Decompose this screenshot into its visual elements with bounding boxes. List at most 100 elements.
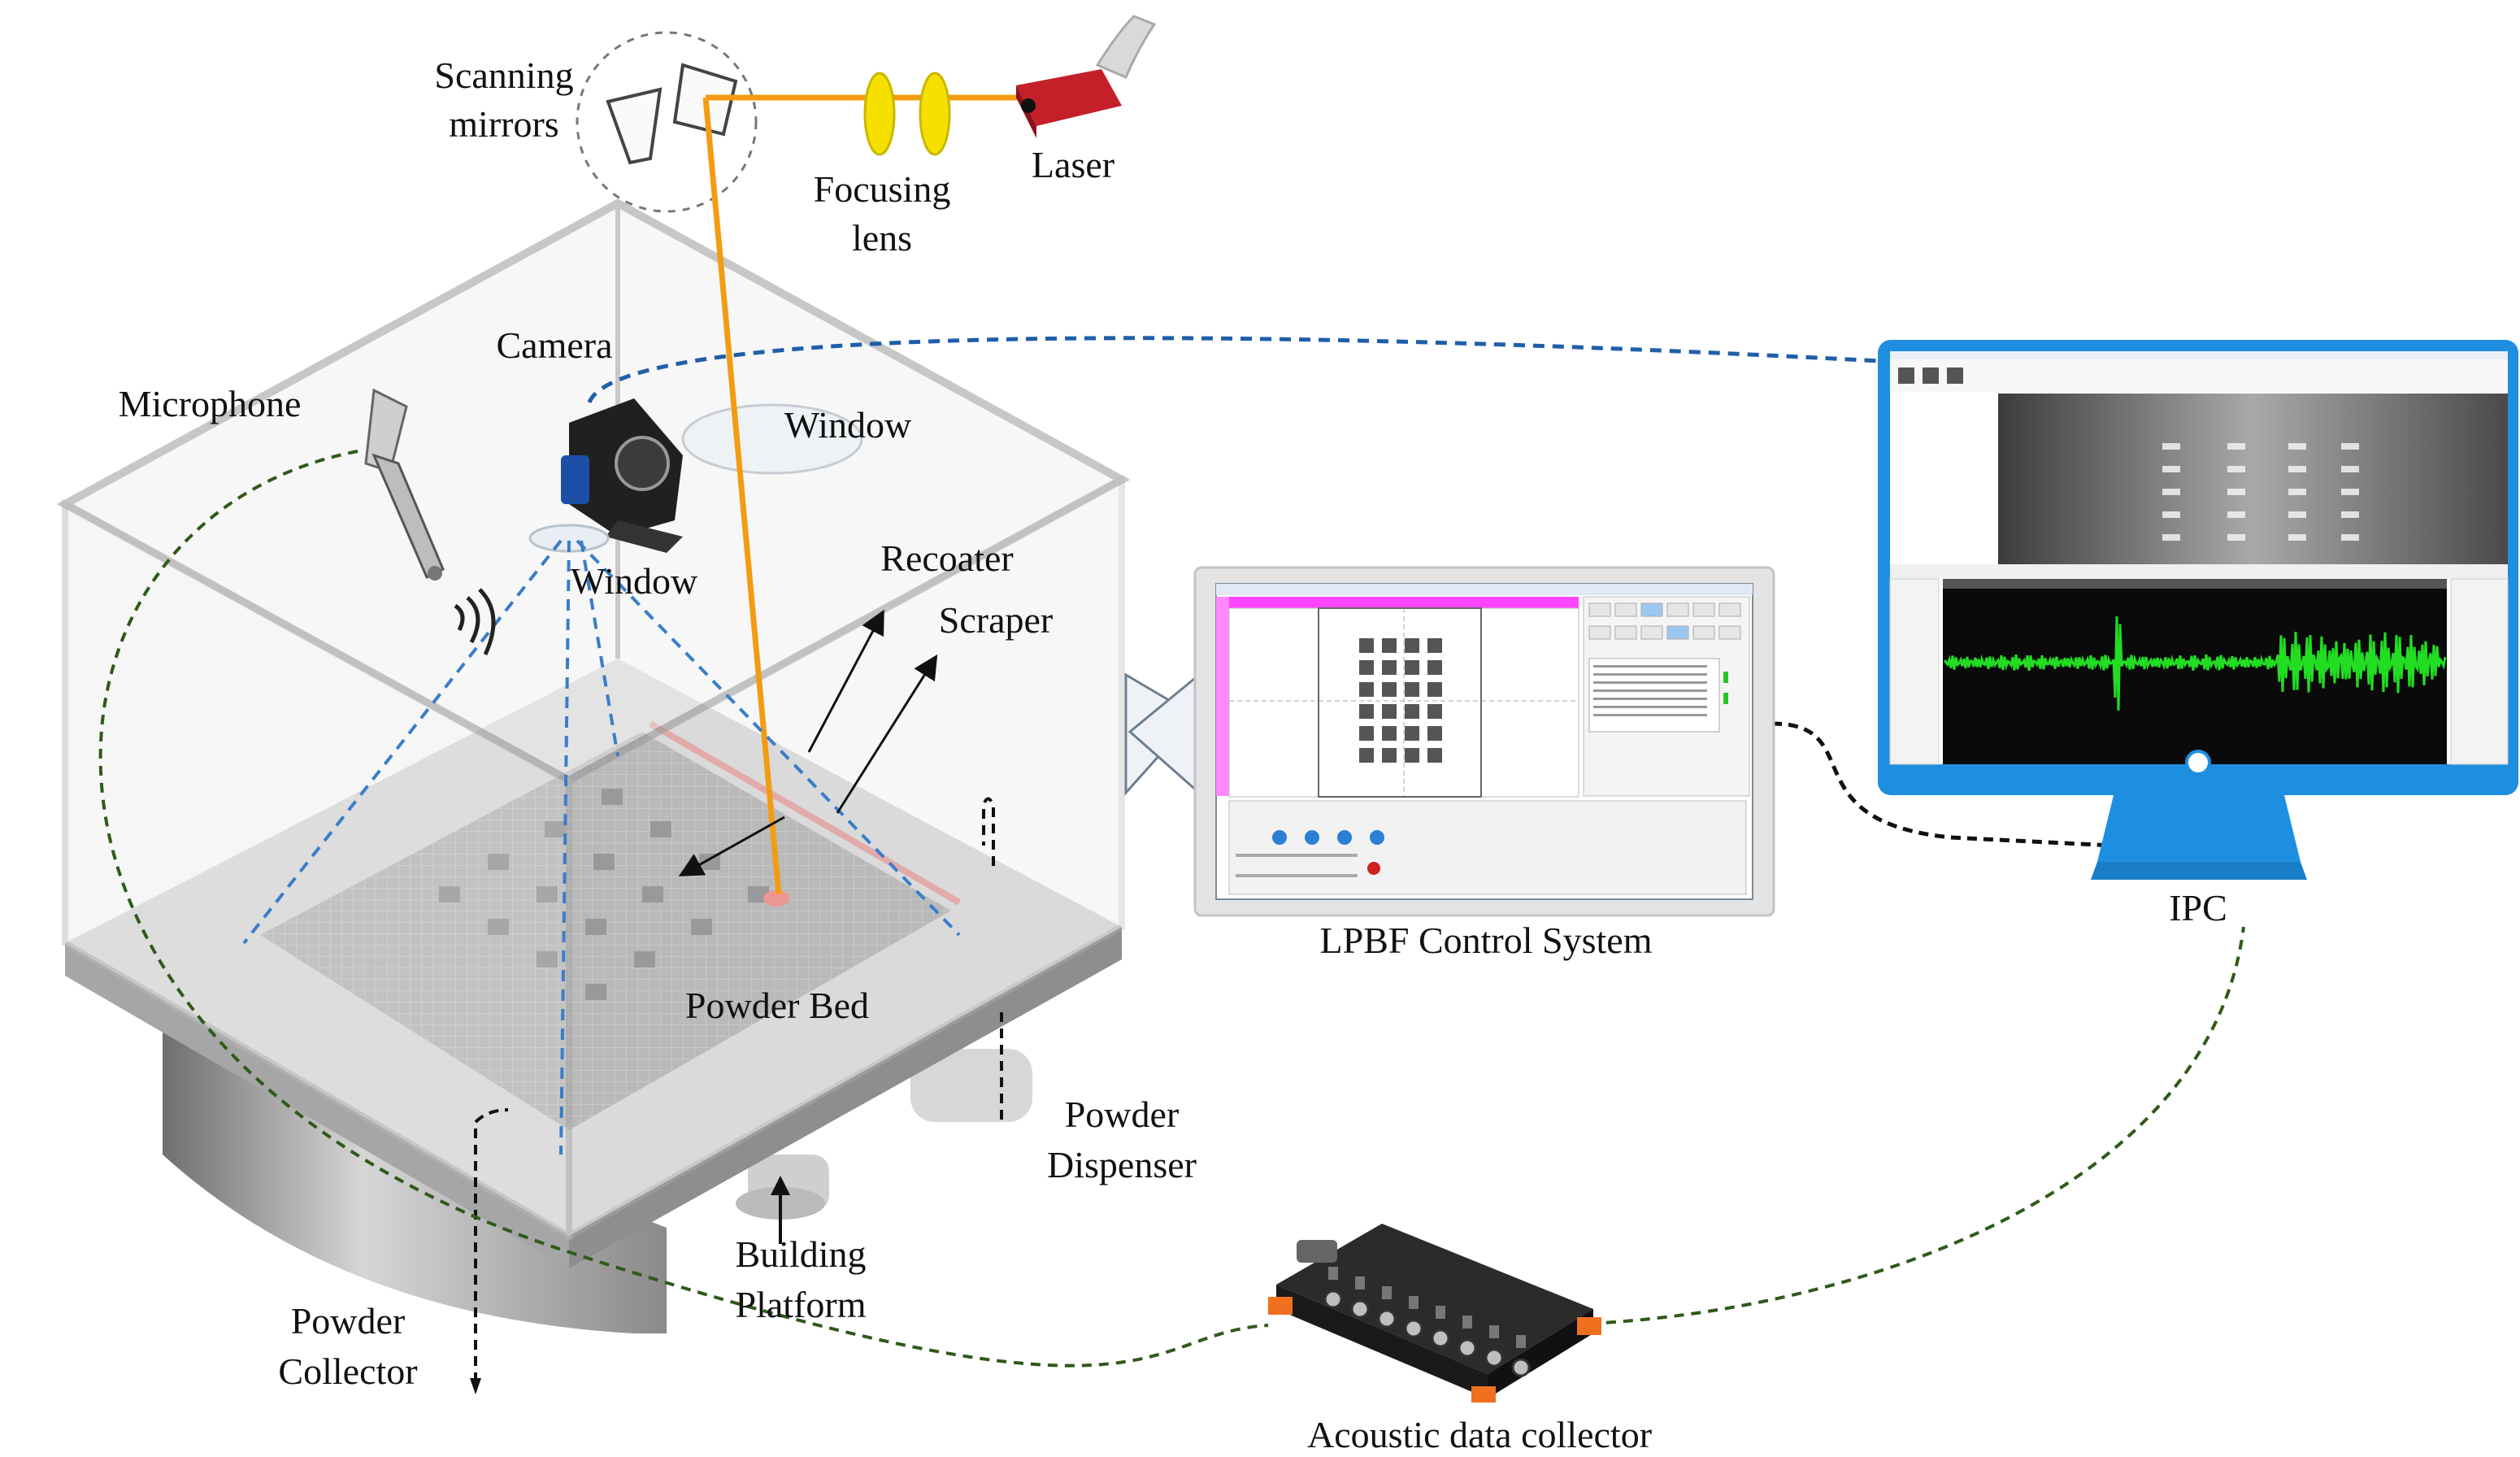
camera-fov [242, 539, 961, 1155]
focusing-lens-label-line2: lens [852, 217, 912, 259]
control-toolbar-button [1666, 602, 1689, 617]
ipc-part [2227, 489, 2245, 495]
collector-port [1511, 1358, 1531, 1377]
powder-bed-label: Powder Bed [685, 985, 869, 1026]
ipc-part [2227, 534, 2245, 541]
labels: Scanning mirrors Laser Focusing lens Cam… [119, 54, 2227, 1455]
ipc-part [2341, 489, 2359, 495]
focusing-lens-1 [863, 72, 896, 156]
control-part [1405, 726, 1419, 741]
control-part [1405, 704, 1419, 719]
control-toolbar-button [1640, 602, 1663, 617]
collector-port [1484, 1348, 1504, 1368]
collector-terminal [1516, 1335, 1526, 1348]
scanning-mirror-1 [606, 87, 663, 165]
collector-terminal [1328, 1267, 1338, 1280]
control-part [1382, 682, 1397, 697]
laser-beam-vertical [702, 97, 782, 895]
control-part [1405, 638, 1419, 653]
collector-port [1431, 1329, 1450, 1348]
scraper-label: Scraper [939, 599, 1053, 641]
sound-wave-icon [454, 588, 496, 656]
control-toolbar-button [1588, 625, 1611, 640]
ipc-part [2227, 511, 2245, 518]
control-part [1427, 660, 1442, 675]
control-ipc-link [1771, 721, 2114, 848]
control-playback-buttons [1272, 830, 1384, 875]
control-part-grid [1359, 638, 1442, 763]
laser-path [576, 31, 1024, 895]
ipc-part [2227, 466, 2245, 472]
control-toolbar-button [1666, 625, 1689, 640]
control-part [1382, 726, 1397, 741]
collector-port [1404, 1319, 1423, 1338]
control-part [1405, 660, 1419, 675]
building-platform-label-line2: Platform [736, 1284, 867, 1325]
control-part [1382, 704, 1397, 719]
connector-icon [1124, 672, 1200, 796]
monitor-power-dot [2185, 750, 2211, 776]
ipc-part [2162, 534, 2180, 541]
collector-terminal [1436, 1306, 1445, 1319]
acoustic-collector-icon [1268, 1224, 1601, 1403]
control-file-list [1593, 665, 1707, 716]
powder-collector-label-line1: Powder [291, 1300, 406, 1342]
collector-terminal [1382, 1286, 1392, 1299]
ipc-part [2162, 443, 2180, 450]
ipc-part [2288, 511, 2306, 518]
scanning-mirrors-label-line2: mirrors [449, 103, 558, 145]
control-part [1382, 748, 1397, 763]
control-toolbar-button [1614, 625, 1637, 640]
collector-port [1377, 1309, 1397, 1329]
control-toolbar-button [1692, 602, 1715, 617]
control-part [1359, 660, 1374, 675]
monitor-stand [2097, 795, 2301, 862]
monitor-icon [1878, 340, 2518, 880]
microphone-collector-link [98, 450, 1269, 1368]
ipc-part [2288, 466, 2306, 472]
ipc-part [2341, 443, 2359, 450]
control-toolbar [1588, 602, 1741, 640]
laser-icon [1016, 15, 1157, 138]
camera-label: Camera [496, 324, 612, 366]
ipc-part [2288, 534, 2306, 541]
collector-terminal [1355, 1277, 1365, 1290]
ipc-part [2288, 489, 2306, 495]
collector-terminal [1489, 1325, 1499, 1338]
ipc-part [2162, 489, 2180, 495]
control-toolbar-button [1692, 625, 1715, 640]
acoustic-collector-label: Acoustic data collector [1307, 1414, 1652, 1453]
building-platform-label-line1: Building [735, 1233, 866, 1275]
powder-bed [260, 720, 962, 1130]
acoustic-waveform [1943, 616, 2447, 711]
control-toolbar-button [1718, 625, 1741, 640]
laptop-icon [1193, 566, 1775, 917]
control-part [1405, 748, 1419, 763]
powder-dispenser-label-line2: Dispenser [1047, 1144, 1197, 1185]
control-part [1427, 704, 1442, 719]
collector-arrow-head [470, 1378, 481, 1394]
ipc-part [2162, 511, 2180, 518]
control-part [1359, 726, 1374, 741]
top-window-label: Window [784, 404, 912, 446]
collector-port [1350, 1299, 1370, 1319]
control-part [1359, 704, 1374, 719]
ipc-part [2341, 511, 2359, 518]
control-part [1405, 682, 1419, 697]
scanning-mirrors-circle [576, 31, 758, 213]
ipc-part [2162, 466, 2180, 472]
collector-ipc-link [1588, 926, 2245, 1325]
powder-dispenser-label-line1: Powder [1065, 1094, 1180, 1135]
top-window [681, 403, 863, 475]
camera-icon [561, 398, 683, 553]
control-part [1427, 638, 1442, 653]
ipc-camera-parts [2162, 443, 2359, 541]
recoater-label: Recoater [880, 537, 1013, 579]
collector-ports [1323, 1267, 1531, 1377]
microphone-label: Microphone [119, 383, 302, 424]
collector-terminal [1462, 1316, 1472, 1329]
control-part [1382, 660, 1397, 675]
control-system-label: LPBF Control System [1320, 920, 1653, 961]
